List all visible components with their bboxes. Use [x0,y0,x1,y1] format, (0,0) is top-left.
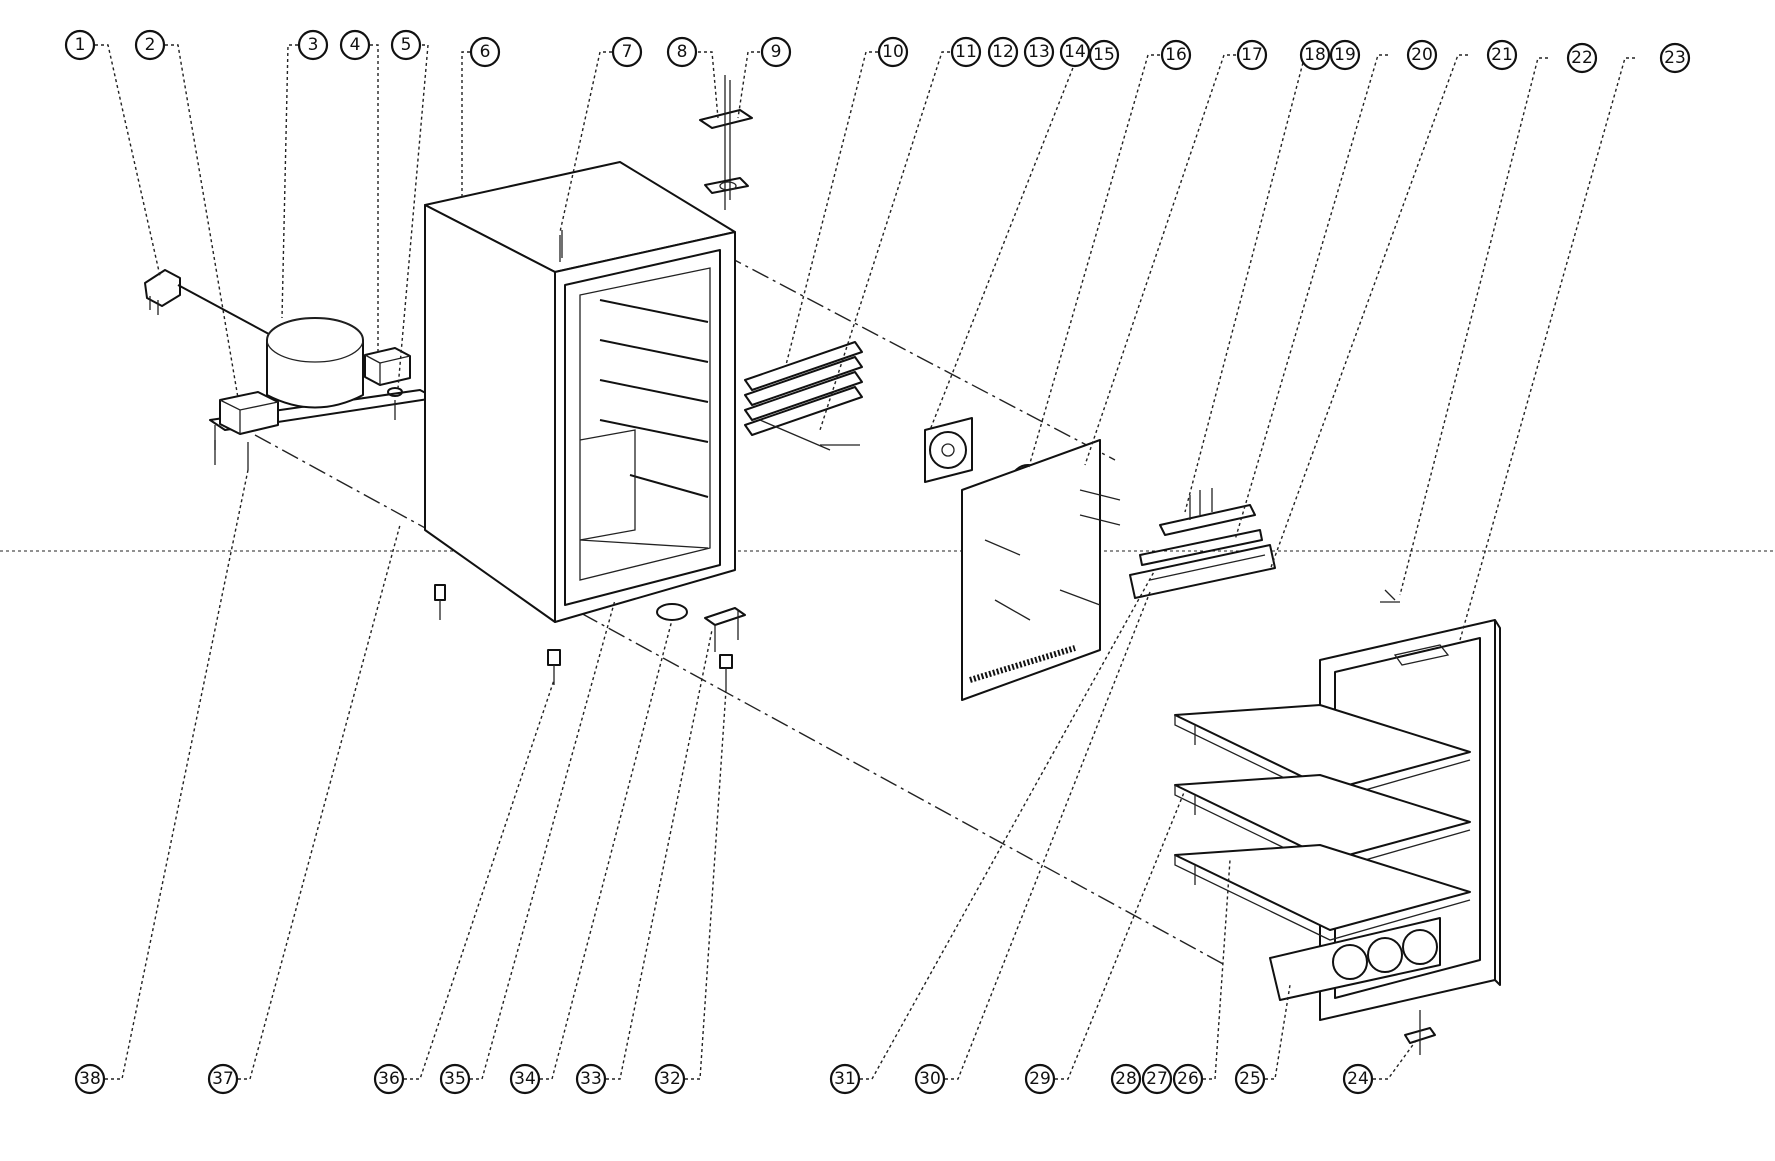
svg-text:18: 18 [1304,45,1326,65]
callout-16: 16 [1160,39,1192,71]
callout-13: 13 [1023,36,1055,68]
control-panel-assembly [1129,488,1400,603]
callout-25: 25 [1234,1063,1266,1095]
callout-7: 7 [611,36,643,68]
svg-text:8: 8 [677,42,688,62]
back-panel [961,439,1121,701]
callout-23: 23 [1659,42,1691,74]
svg-text:12: 12 [992,42,1014,62]
callout-12: 12 [987,36,1019,68]
callout-37: 37 [207,1063,239,1095]
callout-2: 2 [134,29,166,61]
svg-text:29: 29 [1029,1069,1051,1089]
callout-34: 34 [509,1063,541,1095]
condenser-coil [744,341,863,451]
svg-text:34: 34 [514,1069,536,1089]
callout-38: 38 [74,1063,106,1095]
assembly-axis-line-upper [724,254,1116,461]
callout-27: 27 [1141,1063,1173,1095]
callout-26: 26 [1172,1063,1204,1095]
callout-35: 35 [439,1063,471,1095]
callout-28: 28 [1110,1063,1142,1095]
svg-text:10: 10 [882,42,904,62]
callout-14: 14 [1059,36,1091,68]
callout-1: 1 [64,29,96,61]
svg-text:5: 5 [401,35,412,55]
svg-text:38: 38 [79,1069,101,1089]
svg-text:15: 15 [1093,45,1115,65]
callout-15: 15 [1088,39,1120,71]
svg-text:27: 27 [1146,1069,1168,1089]
assembly-axis-line-lower [254,434,1226,966]
svg-text:9: 9 [771,42,782,62]
svg-text:23: 23 [1664,48,1686,68]
svg-text:2: 2 [145,35,156,55]
callout-33: 33 [575,1063,607,1095]
svg-text:21: 21 [1491,45,1513,65]
svg-text:32: 32 [659,1069,681,1089]
leader-lines [95,44,1635,1080]
svg-text:20: 20 [1411,45,1433,65]
callout-5: 5 [390,29,422,61]
svg-text:13: 13 [1028,42,1050,62]
callout-19: 19 [1329,39,1361,71]
svg-text:22: 22 [1571,48,1593,68]
callout-4: 4 [339,29,371,61]
callout-18: 18 [1299,39,1331,71]
svg-text:6: 6 [480,42,491,62]
callouts: 1 2 3 4 5 6 7 8 9 10 11 12 13 14 15 16 1… [64,29,1691,1095]
callout-17: 17 [1236,39,1268,71]
svg-text:16: 16 [1165,45,1187,65]
callout-29: 29 [1024,1063,1056,1095]
svg-text:31: 31 [834,1069,856,1089]
svg-text:3: 3 [308,35,319,55]
svg-text:17: 17 [1241,45,1263,65]
compressor-assembly [144,269,436,470]
svg-text:14: 14 [1064,42,1086,62]
svg-text:35: 35 [444,1069,466,1089]
callout-20: 20 [1406,39,1438,71]
callout-8: 8 [666,36,698,68]
callout-32: 32 [654,1063,686,1095]
svg-text:30: 30 [919,1069,941,1089]
callout-24: 24 [1342,1063,1374,1095]
callout-3: 3 [297,29,329,61]
svg-text:37: 37 [212,1069,234,1089]
callout-36: 36 [373,1063,405,1095]
svg-text:24: 24 [1347,1069,1369,1089]
callout-21: 21 [1486,39,1518,71]
door-and-shelves [1174,619,1501,1055]
svg-text:25: 25 [1239,1069,1261,1089]
svg-text:7: 7 [622,42,633,62]
svg-text:36: 36 [378,1069,400,1089]
svg-text:26: 26 [1177,1069,1199,1089]
callout-9: 9 [760,36,792,68]
callout-10: 10 [877,36,909,68]
svg-text:19: 19 [1334,45,1356,65]
svg-text:4: 4 [350,35,361,55]
callout-6: 6 [469,36,501,68]
svg-text:33: 33 [580,1069,602,1089]
cabinet-body [424,161,746,690]
svg-text:11: 11 [955,42,977,62]
svg-text:28: 28 [1115,1069,1137,1089]
callout-11: 11 [950,36,982,68]
svg-text:1: 1 [75,35,86,55]
callout-22: 22 [1566,42,1598,74]
callout-30: 30 [914,1063,946,1095]
top-hinge [699,75,753,210]
callout-31: 31 [829,1063,861,1095]
